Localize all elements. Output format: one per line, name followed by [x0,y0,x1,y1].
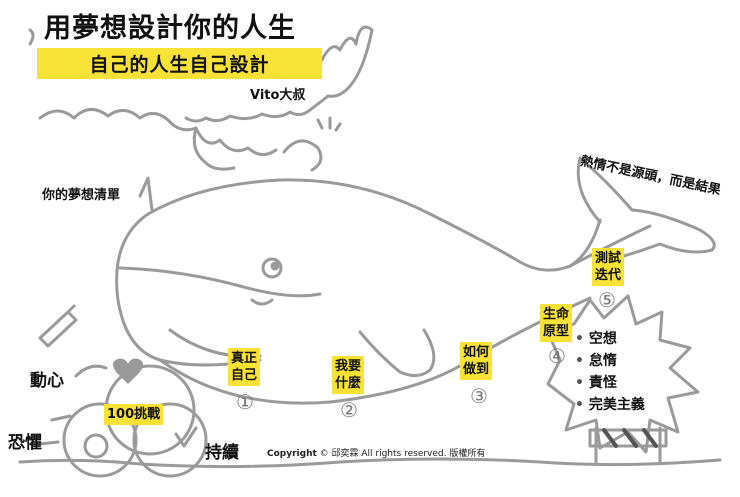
obstacle-burst [546,294,700,454]
step-3-label: 如何做到 [460,342,493,380]
obstacle-item: 空想 [575,328,645,350]
barrier [588,426,668,464]
label-fear: 恐懼 [8,433,42,453]
copyright-notice: Copyright © 邱奕霖 All rights reserved. 版權所… [267,449,486,459]
whale-head [115,212,262,367]
arrow-curve [74,364,108,378]
subtitle-highlight [37,48,322,79]
whale-tail-fluke [576,156,716,264]
venn-circle-left [62,402,138,478]
whale-tail-base [568,224,652,268]
step-1-number: ① [236,390,254,414]
blowhole-bump [282,139,323,172]
whale-fin [358,328,436,377]
label-persist: 持續 [205,443,239,463]
venn-circle-mid [132,402,208,478]
obstacle-item: 怠惰 [575,350,645,372]
step-4-number: ④ [548,344,566,368]
whale-eye [261,257,283,279]
author: Vito大叔 [250,88,306,103]
obstacle-list: 空想 怠惰 責怪 完美主義 [575,328,645,416]
cloud-bottom [38,108,278,156]
whale-belly [158,296,592,405]
step-1-label: 真正自己 [228,348,261,386]
label-motivation: 動心 [30,371,64,391]
cloud-stem [192,126,236,171]
step-2-label: 我要什麼 [332,356,365,394]
page-subtitle: 自己的人生自己設計 [89,54,270,76]
step-5-number: ⑤ [598,288,616,312]
pencil [38,304,78,348]
cloud-outline [28,25,374,123]
step-4-label: 生命原型 [540,304,573,342]
heart-icon [113,358,143,384]
whale-back [146,178,602,272]
whale-mouth [118,266,322,298]
ground-line [18,457,722,469]
sad-face-icon [83,433,109,459]
obstacle-item: 完美主義 [575,394,645,416]
check-icon [174,426,198,448]
step-2-number: ② [340,398,358,422]
step-3-number: ③ [470,384,488,408]
dream-list-bracket [138,176,154,212]
dream-list-label: 你的夢想清單 [42,188,121,203]
spark-lines [316,116,342,132]
whale-smile [250,298,274,306]
page-title: 用夢想設計你的人生 [44,13,296,44]
step-5-label: 測試迭代 [592,248,625,286]
obstacle-item: 責怪 [575,372,645,394]
label-challenge: 100挑戰 [104,404,164,425]
